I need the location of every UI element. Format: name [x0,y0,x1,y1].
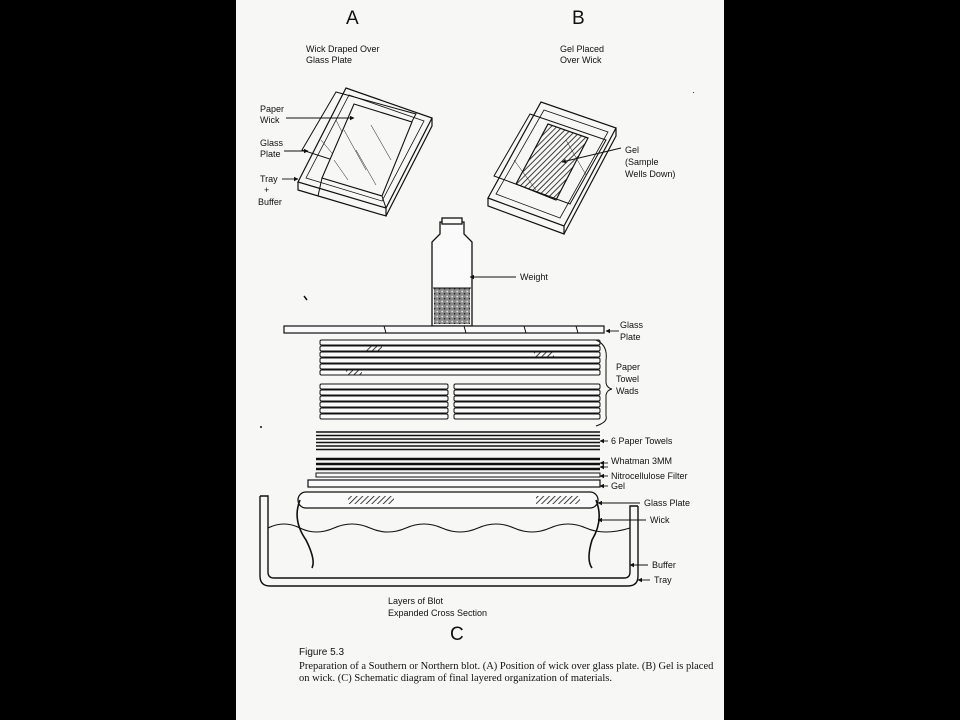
label-paper-wick-line1: Paper [260,104,284,114]
label-glass-plate-top-line2: Plate [620,332,641,342]
whatman-paper [316,457,600,471]
label-weight: Weight [520,272,548,282]
label-buffer-a: Buffer [258,197,282,207]
label-glass-plate-a-line1: Glass [260,138,284,148]
arrow-gel-b [561,147,622,164]
figure-caption: Figure 5.3 Preparation of a Southern or … [299,647,719,686]
label-paper-wick-line2: Wick [260,115,280,125]
label-glass-plate-a-line2: Plate [260,149,281,159]
label-tray-c: Tray [654,575,672,585]
towel-wad-lower [319,383,601,420]
panel-c-letter: C [450,624,464,640]
panel-a-labels: Paper Wick Glass Plate Tray + Buffer [258,104,355,207]
label-gel-c: Gel [611,481,625,491]
tray-a-illustration [297,87,433,217]
panel-c-title-line2: Expanded Cross Section [388,608,487,618]
label-towel-wads-line3: Wads [616,386,639,396]
label-towel-wads-line2: Towel [616,374,639,384]
panel-a-title-line2: Glass Plate [306,55,352,65]
panel-b-labels: Gel (Sample Wells Down) [561,145,675,179]
weight-bottle [431,217,473,327]
speck-2 [260,426,262,428]
label-tray-a: Tray [260,174,278,184]
speck-1 [303,295,308,301]
lower-glass-plate [297,491,599,509]
figure-page: A Wick Draped Over Glass Plate Paper [236,0,724,720]
caption-title: Figure 5.3 [299,647,345,658]
panel-b-title-line1: Gel Placed [560,44,604,54]
stray-mark: · [692,87,695,97]
panel-b: B Gel Placed Over Wick Gel (Sample Wells… [487,8,695,235]
panel-a: A Wick Draped Over Glass Plate Paper [258,8,433,217]
label-glass-plate-top-line1: Glass [620,320,644,330]
label-plus: + [264,185,269,195]
label-gel-b-line2: (Sample [625,157,659,167]
nitrocellulose-filter [315,472,601,478]
label-nitro: Nitrocellulose Filter [611,471,688,481]
tray-b-illustration [487,101,617,235]
wick-sides [296,499,600,569]
towel-wad-upper [319,339,601,376]
label-towel-wads-line1: Paper [616,362,640,372]
label-gel-b-line3: Wells Down) [625,169,675,179]
label-glass-plate-lower: Glass Plate [644,498,690,508]
towel-wads-brace [595,339,613,427]
label-gel-b-line1: Gel [625,145,639,155]
gel-layer [307,479,601,488]
caption-text: Preparation of a Southern or Northern bl… [299,660,714,685]
panel-b-title-line2: Over Wick [560,55,602,65]
panel-c: Weight Glass Plate [259,217,690,640]
buffer-tray [259,495,639,587]
six-paper-towels [316,431,600,451]
top-glass-plate [283,325,605,334]
label-buffer-c: Buffer [652,560,676,570]
panel-a-letter: A [346,8,359,29]
panel-a-title-line1: Wick Draped Over [306,44,380,54]
label-wick: Wick [650,515,670,525]
blot-diagram: A Wick Draped Over Glass Plate Paper [258,8,695,640]
label-whatman: Whatman 3MM [611,456,672,466]
panel-c-title-line1: Layers of Blot [388,596,444,606]
label-six-towels: 6 Paper Towels [611,436,673,446]
panel-b-letter: B [572,8,585,29]
